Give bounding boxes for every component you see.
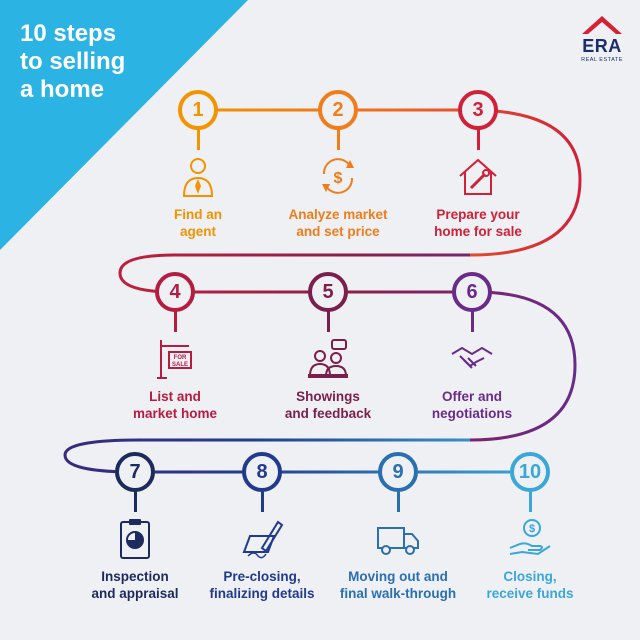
svg-text:FOR: FOR — [174, 355, 187, 361]
step-connector — [173, 310, 177, 332]
step-number-9: 9 — [378, 452, 418, 492]
showing-people-icon — [306, 336, 350, 380]
step-label-line-1: Prepare your — [436, 207, 520, 222]
step-label-line-2: receive funds — [486, 586, 574, 601]
path-row-1 — [198, 108, 582, 257]
step-label-7: Inspection and appraisal — [50, 568, 220, 602]
step-label-line-2: home for sale — [434, 224, 522, 239]
step-label-line-2: market home — [132, 406, 218, 421]
svg-text:$: $ — [529, 523, 535, 535]
step-label-line-2: and appraisal — [91, 586, 179, 601]
step-label-line-1: Moving out and — [348, 569, 448, 584]
page-title: 10 steps to selling a home — [20, 20, 125, 104]
path-row-3 — [63, 438, 530, 474]
step-label-9: Moving out and final walk-through — [313, 568, 483, 602]
step-number-4: 4 — [155, 272, 195, 312]
step-number-5: 5 — [308, 272, 348, 312]
step-number-7: 7 — [115, 452, 155, 492]
step-number-8: 8 — [242, 452, 282, 492]
svg-text:SALE: SALE — [172, 362, 188, 368]
step-label-line-1: Find an — [174, 207, 222, 222]
step-connector — [326, 310, 330, 332]
step-number-1: 1 — [178, 90, 218, 130]
handshake-icon — [450, 336, 494, 380]
step-connector — [336, 128, 340, 150]
step-label-line-2: finalizing details — [209, 586, 315, 601]
step-label-1: Find an agent — [113, 206, 283, 240]
step-label-line-2: and set price — [296, 224, 380, 239]
step-connector — [528, 490, 532, 512]
clipboard-chart-icon — [113, 516, 157, 560]
step-connector — [396, 490, 400, 512]
step-label-line-2: agent — [179, 224, 216, 239]
step-connector — [133, 490, 137, 512]
logo-subtitle: REAL ESTATE — [581, 57, 623, 63]
step-connector — [196, 128, 200, 150]
step-number-2: 2 — [318, 90, 358, 130]
step-label-line-1: Closing, — [503, 569, 557, 584]
roof-logo-icon — [582, 16, 622, 34]
step-label-line-1: List and — [149, 389, 201, 404]
step-label-line-1: Inspection — [101, 569, 169, 584]
step-label-line-2: final walk-through — [339, 586, 457, 601]
path-row-2 — [118, 253, 577, 442]
era-logo: ERA REAL ESTATE — [578, 14, 626, 70]
step-connector — [470, 310, 474, 332]
svg-text:$: $ — [334, 170, 343, 187]
home-tools-icon — [456, 154, 500, 198]
step-number-6: 6 — [452, 272, 492, 312]
agent-icon — [176, 154, 220, 198]
step-label-4: List and market home — [90, 388, 260, 422]
logo-brand: ERA — [582, 36, 622, 56]
step-label-line-1: Offer and — [441, 389, 502, 404]
step-number-3: 3 — [458, 90, 498, 130]
step-label-line-2: negotiations — [431, 406, 513, 421]
dollar-cycle-icon: $ — [316, 154, 360, 198]
step-label-line-2: and feedback — [284, 406, 372, 421]
title-line-3: a home — [20, 76, 105, 103]
step-number-10: 10 — [510, 452, 550, 492]
signing-pen-icon — [240, 516, 284, 560]
step-label-8: Pre-closing, finalizing details — [177, 568, 347, 602]
step-label-line-1: Showings — [296, 389, 360, 404]
hand-money-icon: $ — [508, 516, 552, 560]
step-connector — [476, 128, 480, 150]
step-label-5: Showings and feedback — [243, 388, 413, 422]
step-label-10: Closing, receive funds — [445, 568, 615, 602]
step-label-line-1: Analyze market — [288, 207, 388, 222]
step-label-3: Prepare your home for sale — [393, 206, 563, 240]
step-label-6: Offer and negotiations — [387, 388, 557, 422]
moving-truck-icon — [376, 516, 420, 560]
title-line-2: to selling — [20, 48, 126, 75]
step-label-2: Analyze market and set price — [253, 206, 423, 240]
step-label-line-1: Pre-closing, — [223, 569, 301, 584]
title-line-1: 10 steps — [20, 20, 117, 47]
step-connector — [260, 490, 264, 512]
